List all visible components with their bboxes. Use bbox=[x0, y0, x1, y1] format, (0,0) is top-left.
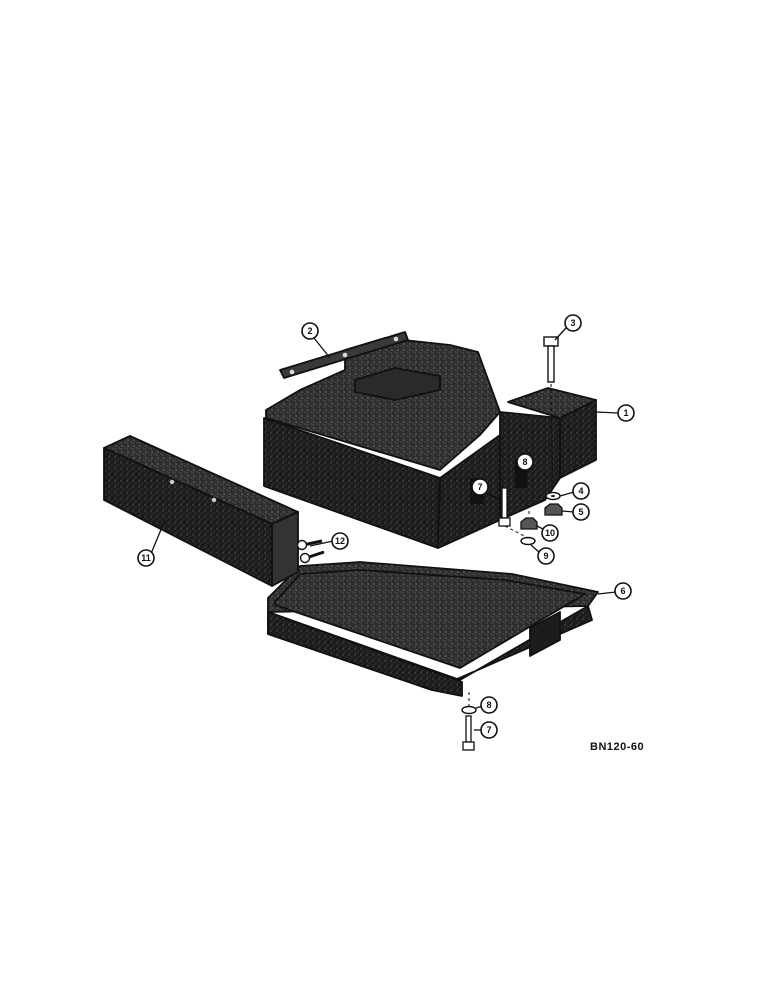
callout-8b: 8 bbox=[480, 696, 498, 714]
leader-7a bbox=[484, 491, 501, 501]
svg-text:8: 8 bbox=[486, 700, 491, 710]
leader-5 bbox=[561, 510, 575, 513]
callout-7a: 7 bbox=[471, 478, 489, 496]
nut-lower bbox=[520, 517, 538, 530]
svg-text:6: 6 bbox=[620, 586, 625, 596]
callout-3: 3 bbox=[564, 314, 582, 332]
assembly-line-1 bbox=[550, 383, 554, 493]
callout-9: 9 bbox=[537, 547, 555, 565]
top-strap bbox=[279, 331, 409, 379]
nut-right bbox=[544, 503, 563, 516]
svg-text:7: 7 bbox=[486, 725, 491, 735]
leader-4 bbox=[559, 491, 575, 497]
washer-bottom bbox=[461, 705, 477, 715]
cap-screws bbox=[296, 539, 325, 564]
leader-1 bbox=[595, 411, 619, 414]
side-cover-bracket bbox=[103, 435, 299, 587]
bolt-top bbox=[543, 336, 559, 383]
svg-text:10: 10 bbox=[545, 528, 555, 538]
svg-text:8: 8 bbox=[522, 457, 527, 467]
callout-2: 2 bbox=[301, 322, 319, 340]
leader-11 bbox=[149, 519, 166, 557]
svg-text:12: 12 bbox=[335, 536, 345, 546]
svg-text:3: 3 bbox=[570, 318, 575, 328]
svg-text:7: 7 bbox=[477, 482, 482, 492]
svg-text:4: 4 bbox=[578, 486, 583, 496]
bolt-bottom bbox=[462, 715, 475, 751]
callout-5: 5 bbox=[572, 503, 590, 521]
assembly-line-2 bbox=[504, 525, 529, 539]
washer-right bbox=[545, 491, 561, 501]
washer-lower bbox=[520, 536, 536, 546]
callout-8a: 8 bbox=[516, 453, 534, 471]
leader-6 bbox=[597, 591, 617, 595]
drawing-id-label: BN120-60 bbox=[590, 741, 645, 753]
leader-2 bbox=[313, 337, 331, 359]
svg-text:2: 2 bbox=[307, 326, 312, 336]
callout-4: 4 bbox=[572, 482, 590, 500]
callout-6: 6 bbox=[614, 582, 632, 600]
callout-12: 12 bbox=[331, 532, 349, 550]
svg-text:11: 11 bbox=[141, 553, 151, 563]
svg-text:1: 1 bbox=[623, 408, 628, 418]
svg-text:5: 5 bbox=[578, 507, 583, 517]
leader-3 bbox=[554, 327, 567, 341]
leader-12 bbox=[309, 540, 334, 547]
callout-1: 1 bbox=[617, 404, 635, 422]
callout-7b: 7 bbox=[480, 721, 498, 739]
bolt-middle bbox=[498, 487, 511, 527]
callout-10: 10 bbox=[541, 524, 559, 542]
svg-text:9: 9 bbox=[543, 551, 548, 561]
callout-11: 11 bbox=[137, 549, 155, 567]
bottom-weight-plate bbox=[267, 561, 599, 697]
